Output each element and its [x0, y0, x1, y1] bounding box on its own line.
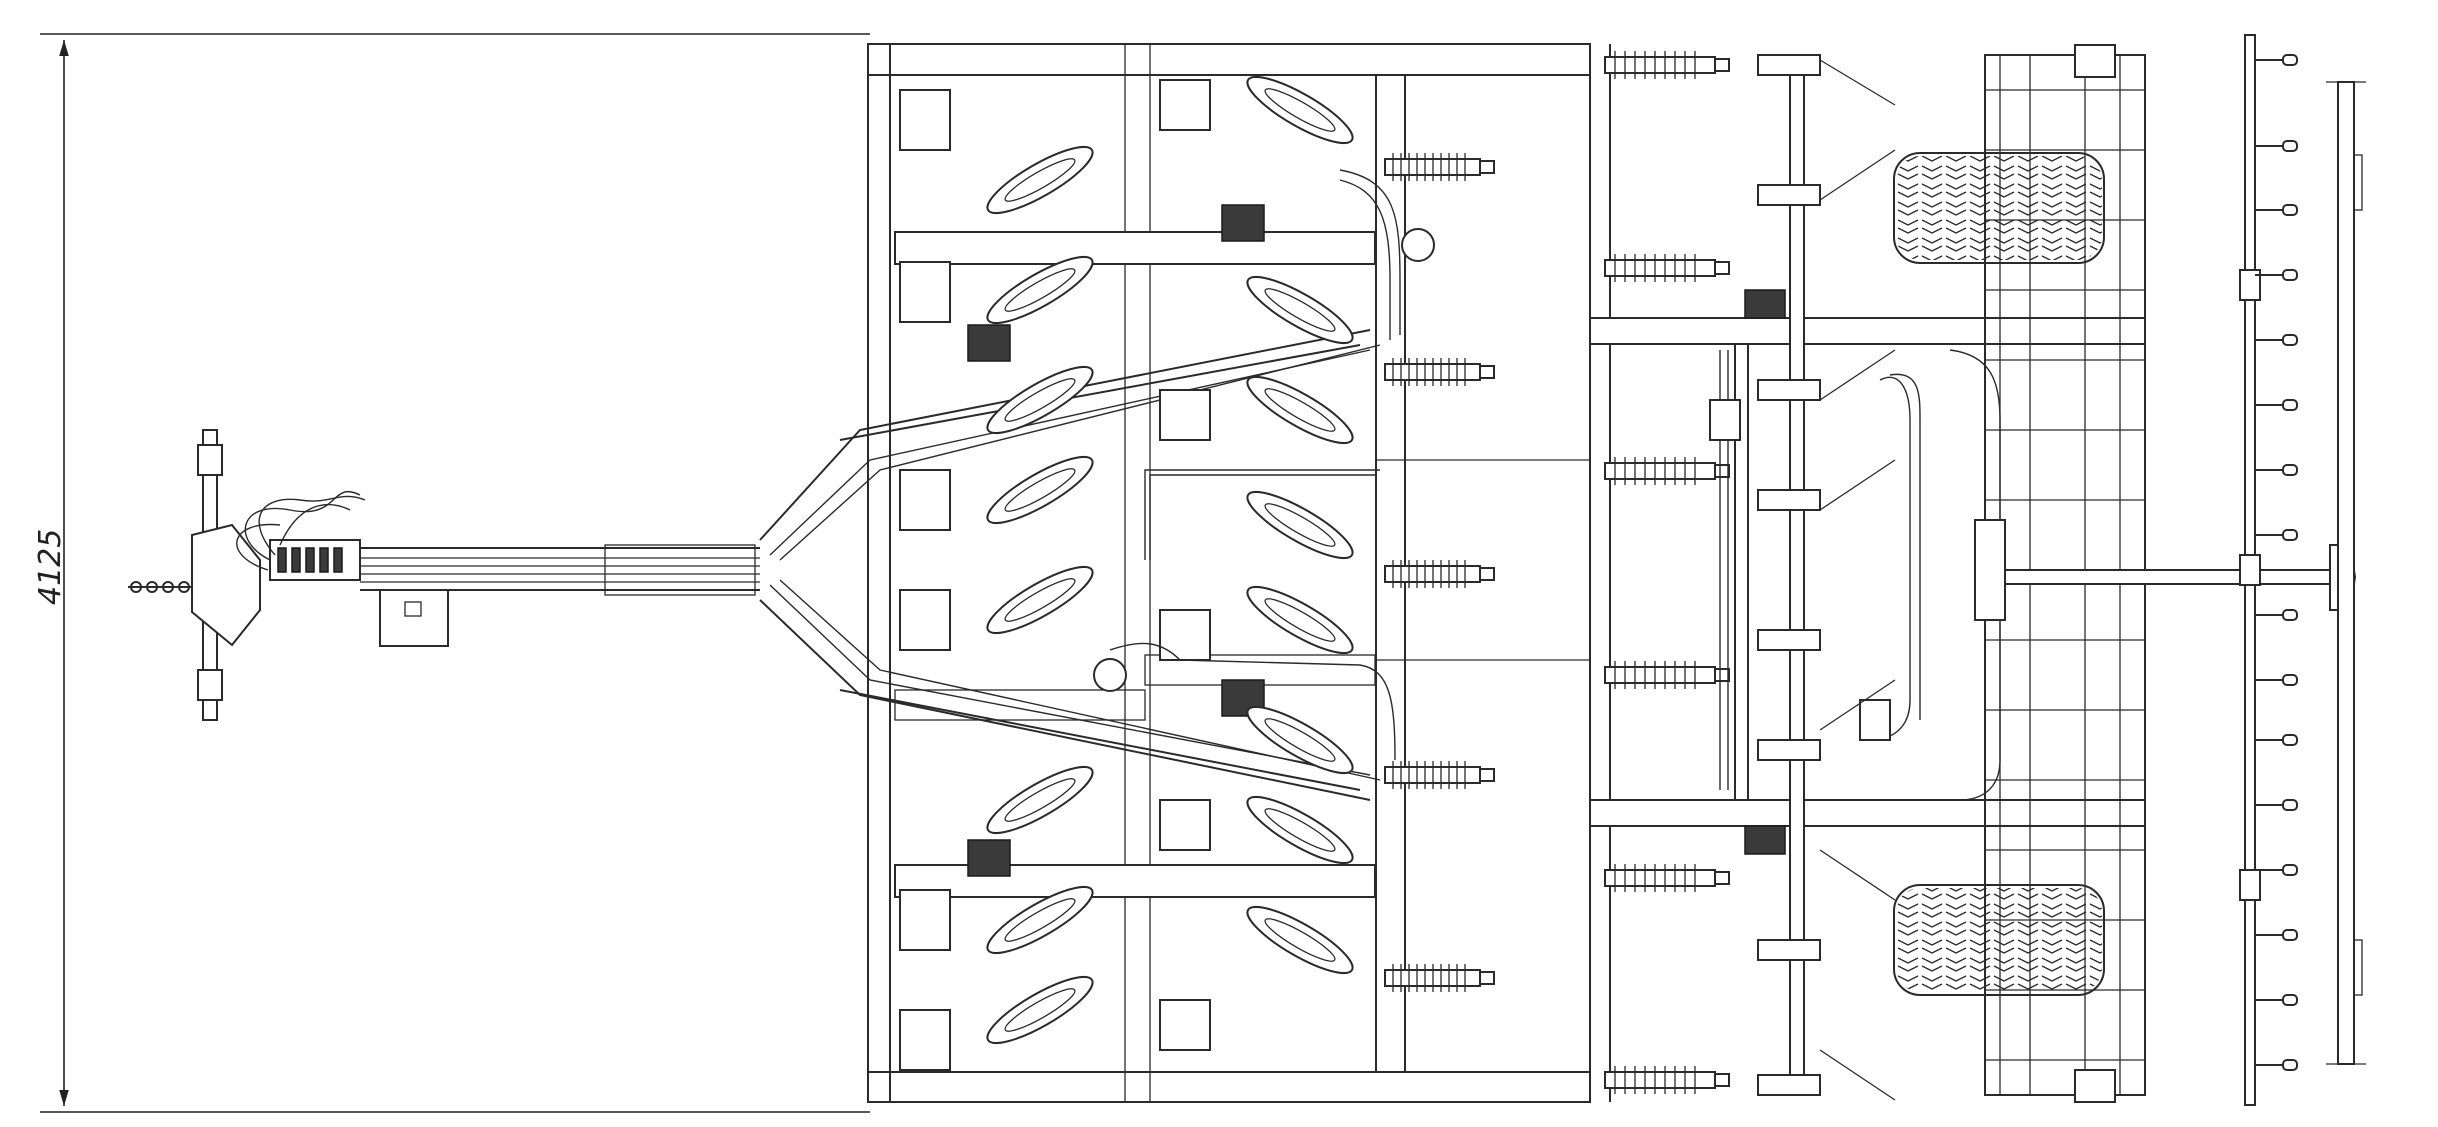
rear-subframe	[1589, 54, 2146, 1101]
dimension-label: 4125	[33, 529, 68, 605]
rear-disc-row	[1246, 75, 1354, 975]
rear-levelling-board	[2326, 81, 2366, 1065]
front-disc-row	[986, 145, 1094, 1045]
spring-row-mid	[1384, 153, 1495, 992]
tyre-bottom	[1893, 884, 2105, 996]
spring-row-rear	[1604, 51, 1730, 1094]
main-frame	[867, 43, 1611, 1103]
overall-width-dimension: 4125	[33, 33, 870, 1113]
hitch-assembly	[128, 329, 1381, 801]
tyre-top	[1893, 152, 2105, 264]
rear-tine-bar	[2004, 34, 2357, 1106]
